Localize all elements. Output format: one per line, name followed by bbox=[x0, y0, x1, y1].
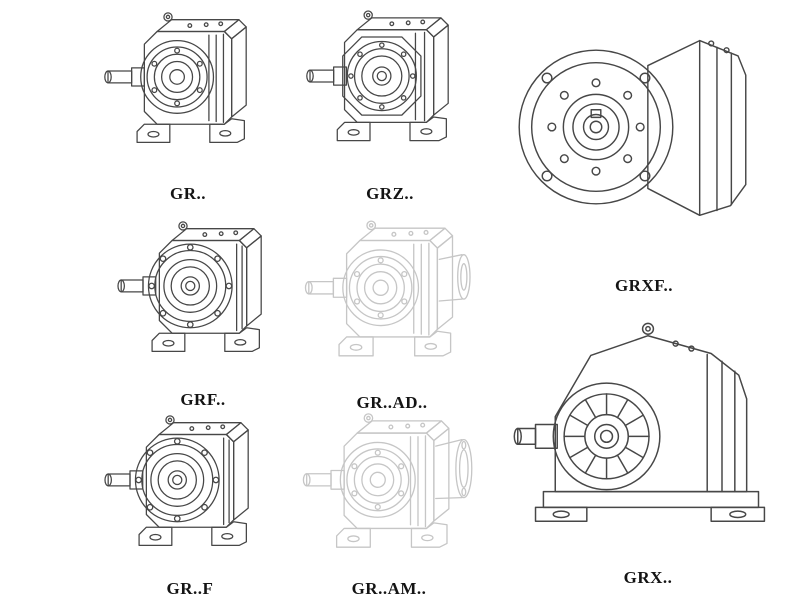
figure-grxf: GRXF.. bbox=[500, 2, 788, 296]
figure-label-gr-ad: GR..AD.. bbox=[356, 393, 428, 412]
figure-gr: GR.. bbox=[88, 4, 288, 204]
figure-label-gr-am: GR..AM.. bbox=[351, 579, 427, 598]
motor-adapter-flange-detail bbox=[435, 438, 473, 500]
figure-label-gr-f: GR..F bbox=[166, 579, 214, 598]
figure-gr-ad: GR..AD.. bbox=[288, 212, 496, 413]
figure-label-grf: GRF.. bbox=[180, 390, 226, 409]
gearbox-gr-f-drawing bbox=[90, 407, 290, 562]
figure-grz: GRZ.. bbox=[290, 4, 490, 204]
input-adapter-detail bbox=[438, 254, 471, 302]
figure-label-grz: GRZ.. bbox=[366, 184, 414, 203]
gearbox-gr-drawing bbox=[88, 4, 288, 159]
gearbox-gr-am-drawing bbox=[286, 405, 473, 564]
gearbox-grxf-drawing bbox=[500, 2, 788, 252]
figure-grf: GRF.. bbox=[98, 213, 308, 410]
gearbox-grx-drawing bbox=[500, 298, 796, 555]
figure-label-grxf: GRXF.. bbox=[614, 276, 674, 295]
figure-label-gr: GR.. bbox=[170, 184, 206, 203]
figure-gr-am: GR..AM.. bbox=[286, 405, 492, 599]
gearbox-gr-ad-drawing bbox=[288, 212, 471, 373]
figure-gr-f: GR..F bbox=[90, 407, 290, 599]
gearbox-grz-drawing bbox=[290, 4, 490, 159]
figure-grx: GRX.. bbox=[500, 298, 796, 588]
gearbox-grf-drawing bbox=[103, 213, 303, 368]
figure-label-grx: GRX.. bbox=[623, 568, 673, 587]
